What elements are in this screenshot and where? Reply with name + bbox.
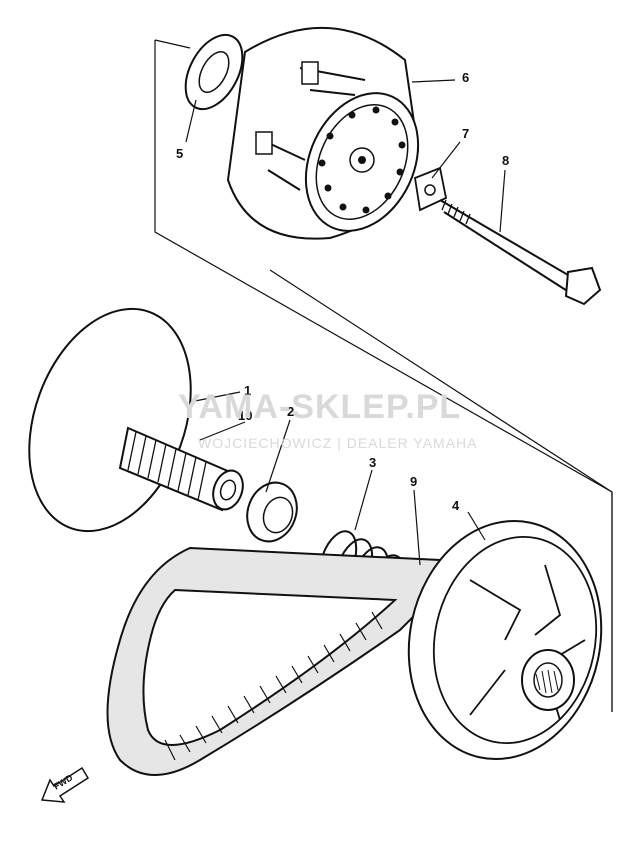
splined-shaft-part-10: [118, 426, 244, 512]
callout-10: 10: [238, 408, 252, 423]
callout-7: 7: [462, 126, 469, 141]
assembly-frame-diagonal: [269, 269, 613, 493]
callout-9: 9: [410, 474, 417, 489]
fwd-direction-marker: FWD: [40, 766, 90, 803]
callout-5: 5: [176, 146, 183, 161]
callout-8: 8: [502, 153, 509, 168]
watermark-subtitle: WOJCIECHOWICZ | DEALER YAMAHA: [198, 435, 477, 451]
secondary-sheave-part-4: [407, 519, 603, 761]
callout-4: 4: [452, 498, 460, 513]
callout-leaders: [185, 79, 506, 566]
callout-1: 1: [244, 383, 251, 398]
lock-washer-part-7: [414, 166, 448, 212]
callout-2: 2: [287, 404, 294, 419]
callout-3: 3: [369, 455, 376, 470]
washer-part-5: [184, 33, 244, 111]
collar-part-2: [246, 481, 298, 543]
callout-numbers: 1 2 3 4 5 6 7 8 9 10: [176, 70, 509, 513]
drive-belt: [106, 546, 447, 776]
watermark: YAMA-SKLEP.PL WOJCIECHOWICZ | DEALER YAM…: [178, 388, 477, 451]
watermark-title: YAMA-SKLEP.PL: [178, 388, 461, 426]
callout-6: 6: [462, 70, 469, 85]
assembly-frame-top: [154, 39, 191, 49]
sheave-housing-part-6: [226, 26, 420, 240]
bolt-part-8: [439, 199, 602, 306]
